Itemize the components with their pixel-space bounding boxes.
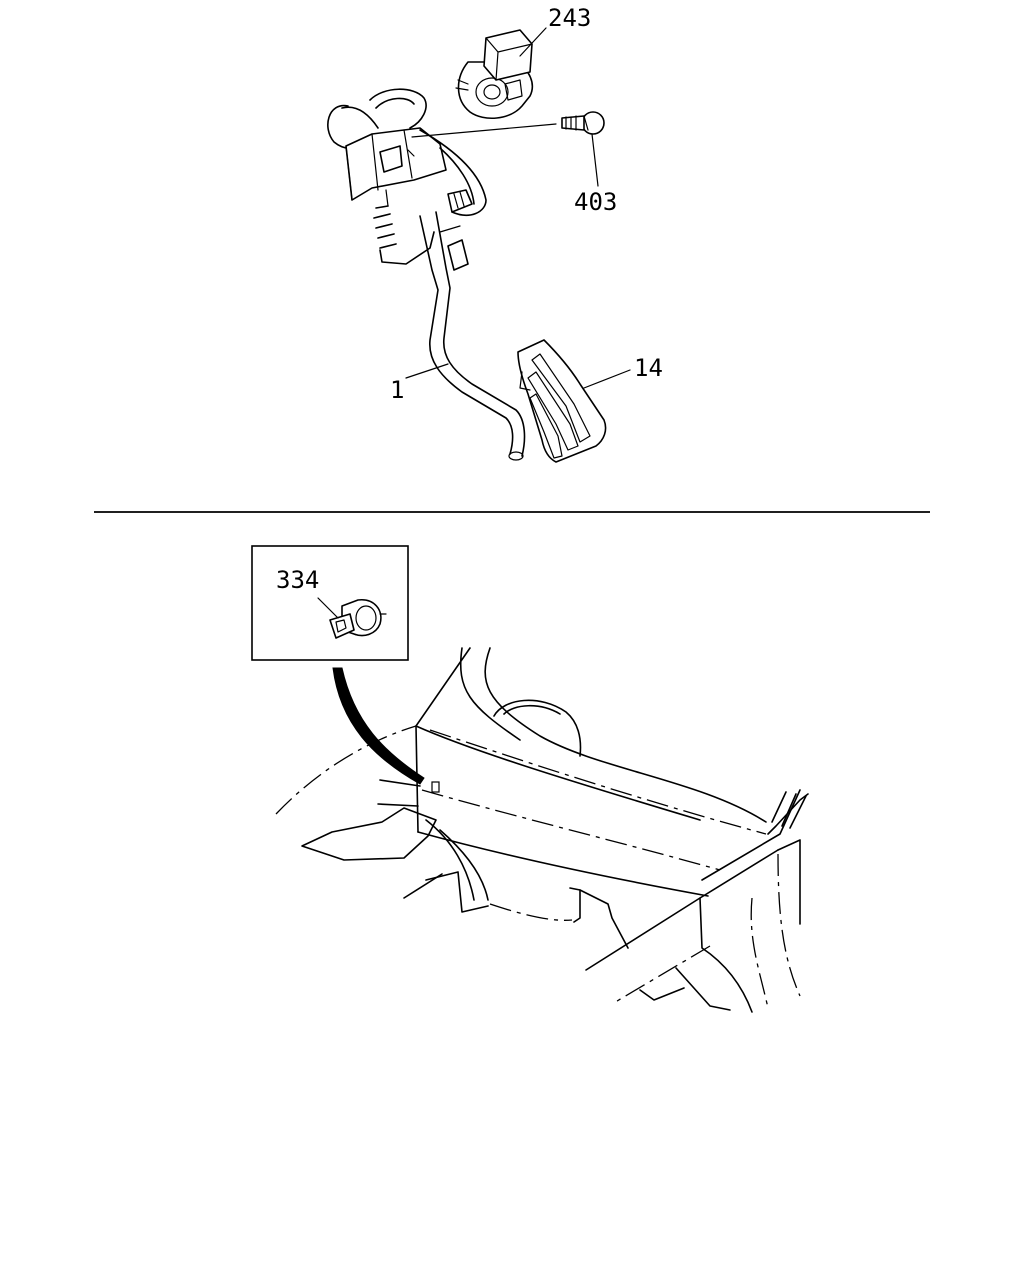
callout-334: 334 bbox=[276, 566, 319, 594]
dash-panel bbox=[275, 647, 809, 1013]
switch-inset bbox=[251, 545, 409, 661]
sensor-part bbox=[455, 29, 534, 119]
pedal-assembly bbox=[327, 27, 631, 463]
callout-14: 14 bbox=[634, 354, 663, 382]
bolt-part bbox=[561, 111, 605, 135]
switch-location-marker bbox=[431, 781, 440, 793]
floor-pan bbox=[301, 779, 629, 949]
pedal-bracket bbox=[327, 88, 487, 265]
pedal-arm-part bbox=[419, 211, 526, 461]
location-pointer bbox=[332, 667, 425, 785]
pedal-pad-part bbox=[517, 339, 607, 463]
leader-lines-top bbox=[405, 27, 631, 389]
callout-403: 403 bbox=[574, 188, 617, 216]
callout-243: 243 bbox=[548, 4, 591, 32]
callout-1: 1 bbox=[390, 376, 404, 404]
